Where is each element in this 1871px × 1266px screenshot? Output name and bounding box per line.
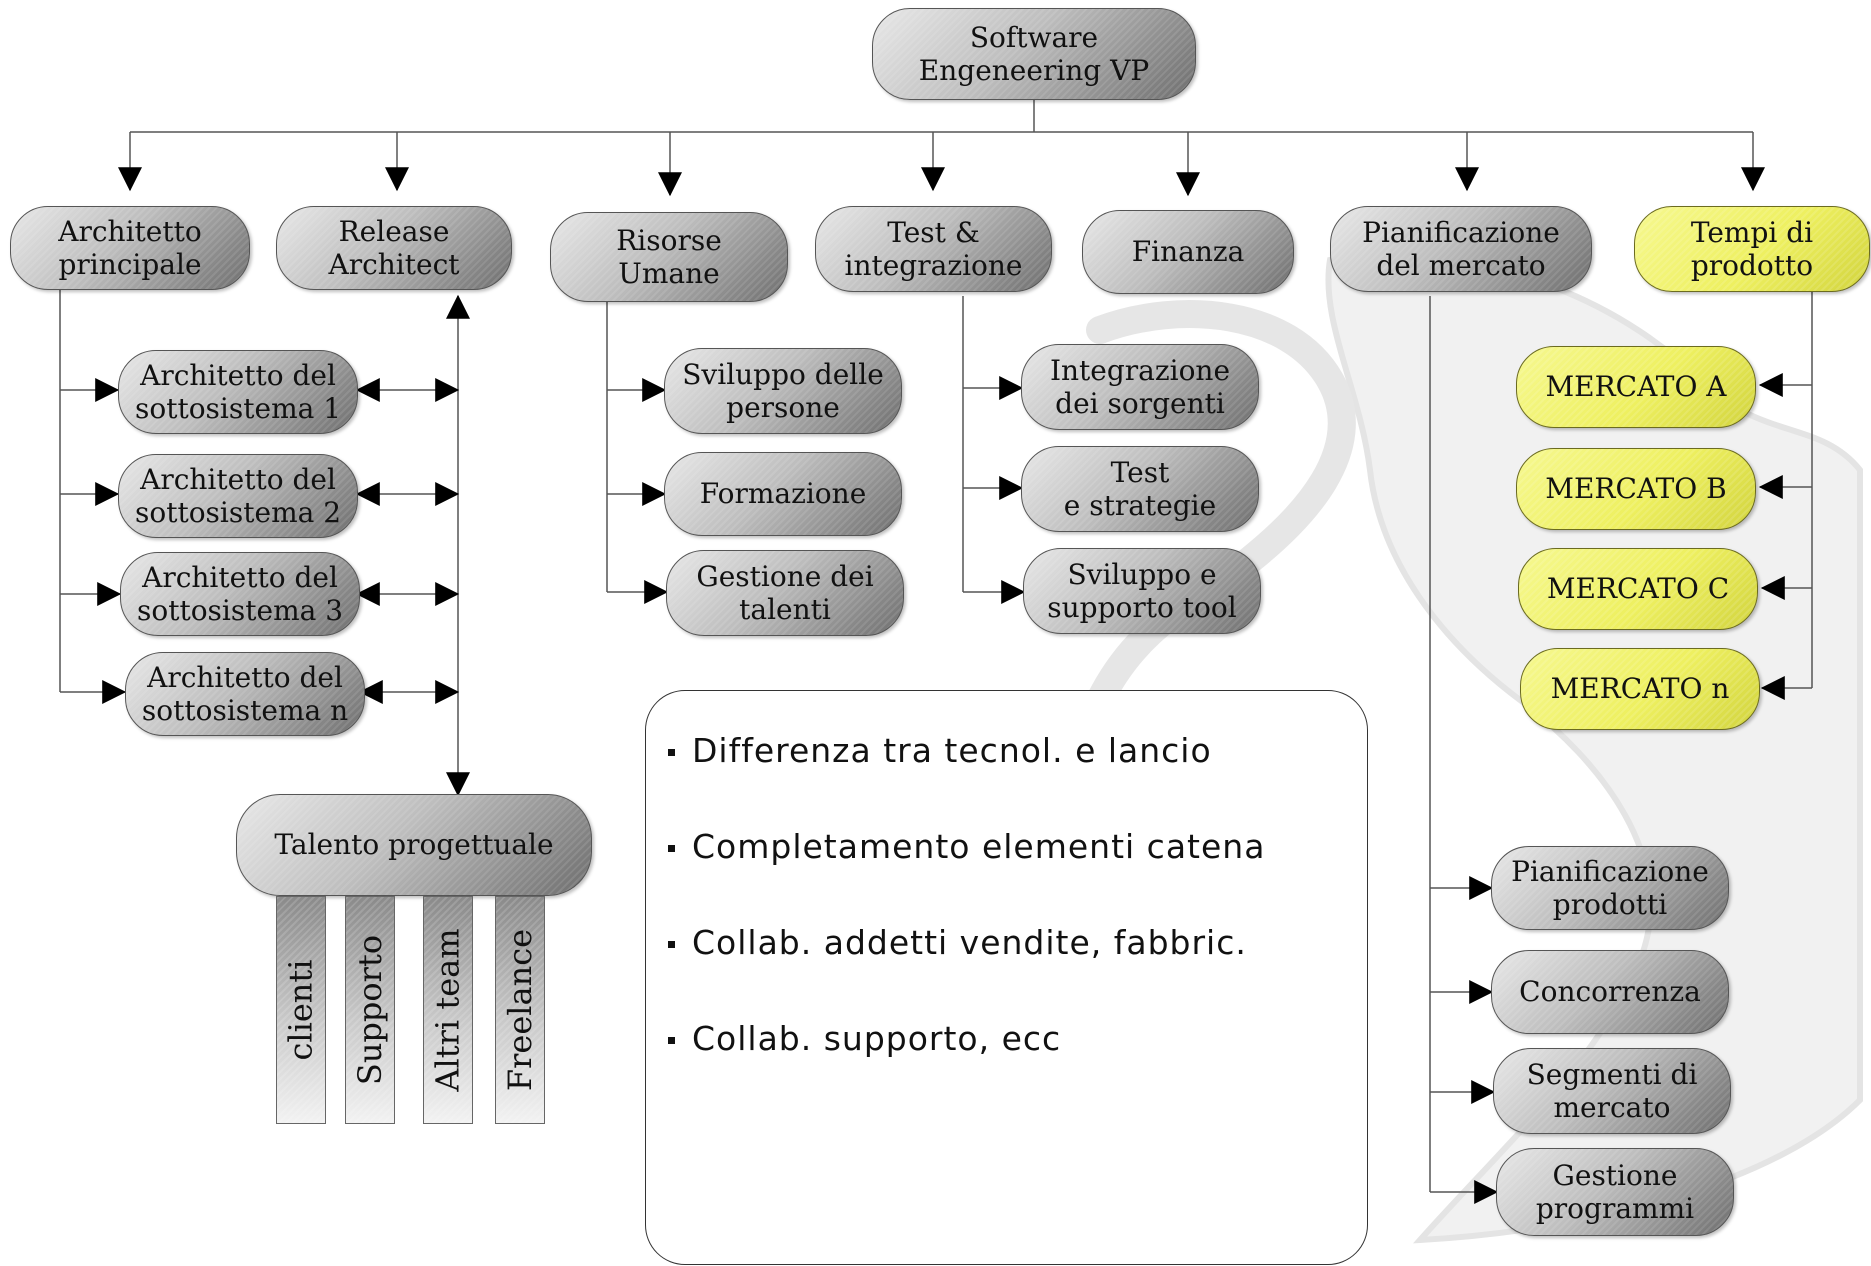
node-gestione-programmi: Gestione programmi: [1496, 1148, 1734, 1236]
node-gestione-talenti: Gestione dei talenti: [666, 550, 904, 636]
node-mercato-c: MERCATO C: [1518, 548, 1758, 630]
pillar-label: clienti: [282, 959, 320, 1061]
node-sviluppo-persone: Sviluppo delle persone: [664, 348, 902, 434]
node-label: MERCATO n: [1550, 672, 1730, 706]
node-software-engineering-vp: Software Engeneering VP: [872, 8, 1196, 100]
node-mercato-b: MERCATO B: [1516, 448, 1756, 530]
node-sviluppo-supporto-tool: Sviluppo e supporto tool: [1023, 548, 1261, 634]
node-label: Test e strategie: [1063, 455, 1217, 522]
node-label: Architetto del sottosistema 1: [134, 358, 342, 425]
node-finanza: Finanza: [1082, 210, 1294, 294]
pillar-supporto: Supporto: [345, 896, 395, 1124]
node-formazione: Formazione: [664, 452, 902, 536]
pillar-label: Supporto: [351, 934, 389, 1086]
node-label: Gestione dei talenti: [696, 559, 874, 626]
notes-box: Differenza tra tecnol. e lancio Completa…: [645, 690, 1368, 1265]
node-label: MERCATO A: [1545, 370, 1727, 404]
node-label: Architetto del sottosistema 3: [136, 560, 344, 627]
pillar-label: Freelance: [501, 928, 539, 1092]
node-label: Architetto principale: [58, 214, 202, 281]
node-segmenti-mercato: Segmenti di mercato: [1493, 1048, 1731, 1134]
node-label: Release Architect: [328, 214, 460, 281]
node-pianificazione-mercato: Pianificazione del mercato: [1330, 206, 1592, 292]
pillar-label: Altri team: [429, 928, 467, 1092]
pillar-freelance: Freelance: [495, 896, 545, 1124]
node-label: Architetto del sottosistema n: [141, 660, 349, 727]
node-architetto-sottosistema-2: Architetto del sottosistema 2: [118, 454, 358, 538]
node-concorrenza: Concorrenza: [1491, 950, 1729, 1034]
node-label: Integrazione dei sorgenti: [1049, 353, 1231, 420]
node-mercato-a: MERCATO A: [1516, 346, 1756, 428]
node-label: Segmenti di mercato: [1526, 1057, 1698, 1124]
node-label: Architetto del sottosistema 2: [134, 462, 342, 529]
node-integrazione-sorgenti: Integrazione dei sorgenti: [1021, 344, 1259, 430]
pillar-clienti: clienti: [276, 896, 326, 1124]
note-item: Completamento elementi catena: [666, 823, 1367, 919]
pillar-altri-team: Altri team: [423, 896, 473, 1124]
node-risorse-umane: Risorse Umane: [550, 212, 788, 302]
notes-list: Differenza tra tecnol. e lancio Completa…: [646, 691, 1367, 1111]
node-label: Sviluppo e supporto tool: [1047, 557, 1237, 624]
node-label: Software Engeneering VP: [918, 20, 1150, 87]
node-architetto-sottosistema-n: Architetto del sottosistema n: [125, 652, 365, 736]
note-item: Collab. addetti vendite, fabbric.: [666, 919, 1367, 1015]
node-pianificazione-prodotti: Pianificazione prodotti: [1491, 846, 1729, 930]
node-label: Tempi di prodotto: [1690, 215, 1814, 282]
node-label: MERCATO C: [1546, 572, 1730, 606]
node-label: Risorse Umane: [616, 223, 722, 290]
node-label: Test & integrazione: [844, 215, 1023, 282]
note-item: Differenza tra tecnol. e lancio: [666, 727, 1367, 823]
node-label: Gestione programmi: [1535, 1158, 1695, 1225]
node-test-integrazione: Test & integrazione: [815, 206, 1052, 292]
node-label: Sviluppo delle persone: [682, 357, 884, 424]
node-tempi-prodotto: Tempi di prodotto: [1634, 206, 1870, 292]
node-talento-progettuale: Talento progettuale: [236, 794, 592, 896]
node-label: Finanza: [1131, 235, 1245, 269]
node-architetto-sottosistema-3: Architetto del sottosistema 3: [120, 552, 360, 636]
node-test-strategie: Test e strategie: [1021, 446, 1259, 532]
node-label: Pianificazione del mercato: [1362, 215, 1560, 282]
node-label: Concorrenza: [1519, 975, 1701, 1009]
note-item: Collab. supporto, ecc: [666, 1015, 1367, 1111]
node-release-architect: Release Architect: [276, 206, 512, 290]
node-label: Pianificazione prodotti: [1511, 854, 1709, 921]
node-label: Talento progettuale: [274, 828, 554, 862]
node-architetto-principale: Architetto principale: [10, 206, 250, 290]
node-label: Formazione: [699, 477, 867, 511]
node-label: MERCATO B: [1545, 472, 1727, 506]
node-mercato-n: MERCATO n: [1520, 648, 1760, 730]
node-architetto-sottosistema-1: Architetto del sottosistema 1: [118, 350, 358, 434]
